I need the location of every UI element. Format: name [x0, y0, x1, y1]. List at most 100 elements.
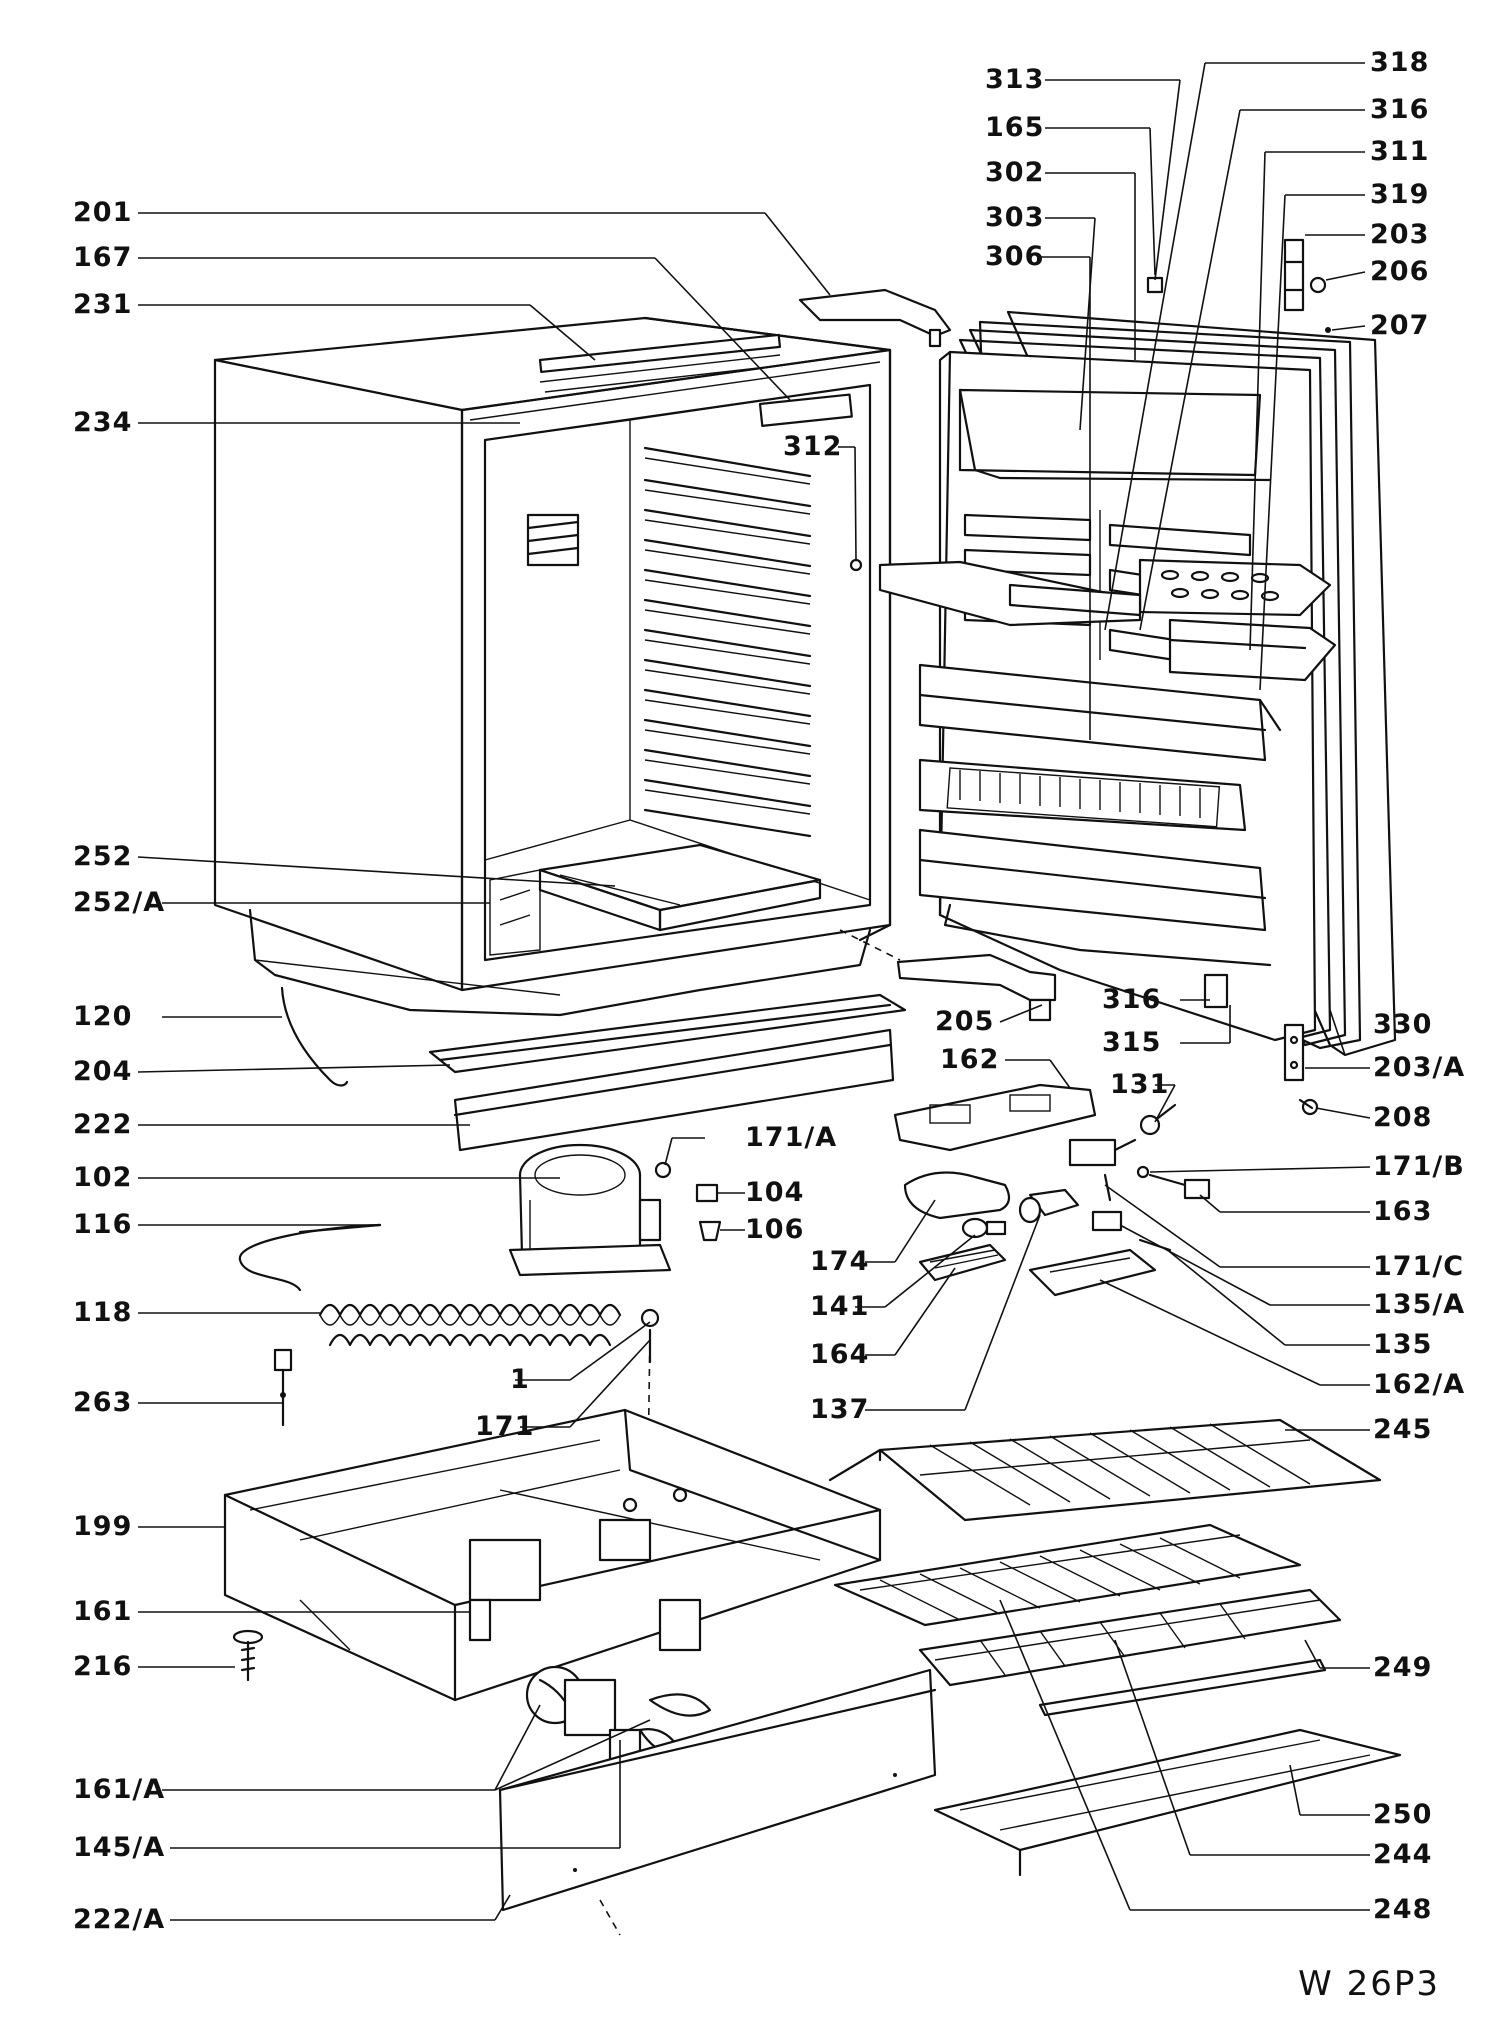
- bin-ribs: [959, 770, 1201, 818]
- label-106: 106: [745, 1214, 805, 1245]
- label-174: 174: [810, 1246, 870, 1277]
- cap-106: [698, 1220, 722, 1242]
- shelf-245: [828, 1418, 1382, 1522]
- label-161a: 161/A: [73, 1774, 166, 1805]
- label-216: 216: [73, 1651, 133, 1682]
- drain-tube-120: [280, 986, 349, 1087]
- shelf-248: [833, 1523, 1302, 1627]
- cabinet: [213, 316, 892, 1017]
- screw-171b: [1136, 1165, 1150, 1179]
- label-135a: 135/A: [1373, 1289, 1466, 1320]
- label-330: 330: [1373, 1009, 1433, 1040]
- label-201: 201: [73, 197, 133, 228]
- door: [878, 310, 1397, 1057]
- label-161: 161: [73, 1596, 133, 1627]
- screw-206: [1309, 276, 1327, 294]
- label-207: 207: [1370, 310, 1430, 341]
- compressor-102: [508, 1143, 672, 1277]
- label-312: 312: [783, 431, 843, 462]
- screw-207: [1325, 327, 1331, 333]
- label-167: 167: [73, 242, 133, 273]
- label-263: 263: [73, 1387, 133, 1418]
- label-222: 222: [73, 1109, 133, 1140]
- label-222a: 222/A: [73, 1904, 166, 1935]
- label-163: 163: [1373, 1196, 1433, 1227]
- label-316-bottom: 316: [1102, 984, 1162, 1015]
- foot-263: [273, 1348, 293, 1427]
- bulb-141: [961, 1217, 989, 1239]
- label-316-top: 316: [1370, 94, 1430, 125]
- label-171: 171: [475, 1411, 535, 1442]
- label-116: 116: [73, 1209, 133, 1240]
- part-165: [1146, 276, 1164, 294]
- part-163: [1183, 1178, 1211, 1200]
- label-104: 104: [745, 1177, 805, 1208]
- base-tray-199: [223, 1408, 882, 1702]
- label-315: 315: [1102, 1027, 1162, 1058]
- label-252: 252: [73, 841, 133, 872]
- label-205: 205: [935, 1006, 995, 1037]
- drawing-code: W 26P3: [1298, 1964, 1440, 2004]
- label-162: 162: [940, 1044, 1000, 1075]
- shelf-rails: [643, 446, 812, 838]
- label-171a: 171/A: [745, 1122, 838, 1153]
- panel-222: [453, 1028, 895, 1152]
- hinge-201: [798, 288, 952, 338]
- label-162a: 162/A: [1373, 1369, 1466, 1400]
- label-248: 248: [1373, 1894, 1433, 1925]
- label-165: 165: [985, 112, 1045, 143]
- label-141: 141: [810, 1291, 870, 1322]
- screw-216: [232, 1629, 264, 1682]
- hinge-203: [1283, 238, 1305, 312]
- relay-104: [695, 1183, 719, 1203]
- label-303: 303: [985, 202, 1045, 233]
- label-164: 164: [810, 1339, 870, 1370]
- label-135: 135: [1373, 1329, 1433, 1360]
- housing-162: [893, 1083, 1097, 1152]
- leader-lines: [137, 62, 1371, 1921]
- switch-135a: [1091, 1210, 1123, 1232]
- label-203a: 203/A: [1373, 1052, 1466, 1083]
- tray-250: [933, 1728, 1402, 1877]
- label-252a: 252/A: [73, 887, 166, 918]
- label-313: 313: [985, 64, 1045, 95]
- label-318: 318: [1370, 47, 1430, 78]
- bracket-145a: [563, 1678, 617, 1737]
- label-137: 137: [810, 1394, 870, 1425]
- base-162a: [1028, 1248, 1157, 1297]
- label-244: 244: [1373, 1839, 1433, 1870]
- label-311: 311: [1370, 136, 1430, 167]
- label-250: 250: [1373, 1799, 1433, 1830]
- label-120: 120: [73, 1001, 133, 1032]
- label-1: 1: [510, 1364, 530, 1395]
- label-118: 118: [73, 1297, 133, 1328]
- label-102: 102: [73, 1162, 133, 1193]
- clamp-161: [468, 1598, 492, 1642]
- bolt-1: [640, 1308, 660, 1328]
- hinge-205: [896, 953, 1057, 1002]
- label-302: 302: [985, 157, 1045, 188]
- thermostat: [1068, 1138, 1117, 1167]
- label-171b: 171/B: [1373, 1151, 1465, 1182]
- label-306: 306: [985, 241, 1045, 272]
- label-145a: 145/A: [73, 1832, 166, 1863]
- label-131: 131: [1110, 1069, 1170, 1100]
- grommet-171a: [654, 1161, 672, 1179]
- label-204: 204: [73, 1056, 133, 1087]
- label-245: 245: [1373, 1414, 1433, 1445]
- label-203: 203: [1370, 219, 1430, 250]
- lamp-cover-174: [903, 1171, 1011, 1220]
- hinge-203a: [1283, 1023, 1305, 1082]
- label-319: 319: [1370, 179, 1430, 210]
- label-234: 234: [73, 407, 133, 438]
- condenser-coils-118: [318, 1303, 622, 1347]
- label-208: 208: [1373, 1102, 1433, 1133]
- kickplate-222a: [498, 1668, 937, 1912]
- label-171c: 171/C: [1373, 1251, 1465, 1282]
- label-199: 199: [73, 1511, 133, 1542]
- knob-131: [1139, 1114, 1161, 1136]
- label-249: 249: [1373, 1652, 1433, 1683]
- label-231: 231: [73, 289, 133, 320]
- label-206: 206: [1370, 256, 1430, 287]
